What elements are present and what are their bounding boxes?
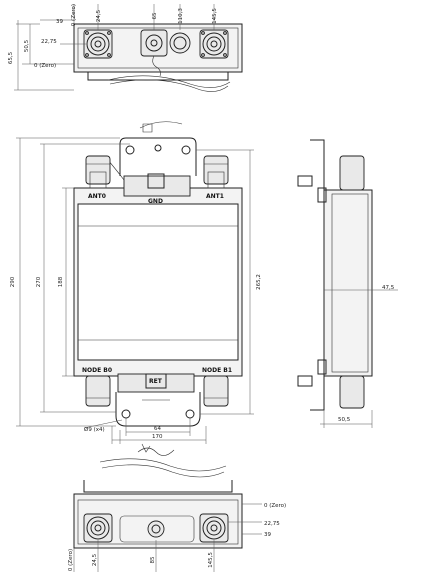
node-b1-connector (203, 375, 229, 407)
dim-110-3: 110,3 (178, 8, 184, 24)
top-bracket (119, 137, 197, 176)
dim-bottom-22-75: 22,75 (264, 521, 280, 527)
front-view: ANT0 ANT1 GND RET NODE B0 NODE B1 (10, 121, 262, 456)
top-view-break-line (107, 75, 231, 88)
ground-lug (142, 123, 153, 133)
dim-zero-left: 0 (Zero) (34, 63, 56, 69)
label-node-b0: NODE B0 (82, 367, 112, 374)
dim-65-5: 65,5 (8, 51, 14, 64)
ground-wire (139, 121, 183, 129)
label-gnd: GND (148, 198, 163, 205)
side-top-connector (339, 155, 365, 191)
mount-hole (125, 145, 135, 155)
bracket-center-hole (154, 144, 162, 152)
ant1-connector-top (199, 29, 229, 59)
dim-188: 188 (58, 276, 64, 287)
top-view-break-line-2 (109, 79, 229, 92)
ant0-connector-top (83, 29, 113, 59)
dim-bottom-85: 85 (150, 556, 156, 563)
label-ret: RET (149, 378, 163, 385)
label-ant0: ANT0 (88, 193, 106, 200)
dim-side-50-5: 50,5 (338, 417, 351, 423)
side-ret-lug (297, 375, 313, 387)
top-view: 0 (Zero) 39 24,5 65 110,3 145,5 22,75 50… (8, 4, 243, 92)
bottom-break-line (99, 458, 227, 472)
dim-24-5: 24,5 (96, 9, 102, 22)
node-b0-connector-bottom (83, 513, 113, 543)
dim-47-5: 47,5 (382, 285, 395, 291)
ret-connector (145, 373, 167, 389)
break-mark (141, 443, 151, 453)
side-body (323, 189, 373, 377)
side-tab (317, 359, 327, 375)
dim-39: 39 (56, 19, 63, 25)
dim-65: 65 (152, 12, 158, 19)
break-mark (137, 447, 175, 456)
dim-22-75: 22,75 (41, 39, 57, 45)
dim-bottom-39: 39 (264, 532, 271, 538)
gnd-screw (147, 173, 165, 189)
side-inner (331, 193, 369, 373)
side-ground-lug (297, 175, 313, 187)
bottom-bracket (115, 392, 201, 427)
dim-zero-top: 0 (Zero) (71, 4, 77, 26)
dim-290: 290 (10, 276, 16, 287)
mount-hole (121, 409, 131, 419)
ant0-connector (85, 155, 111, 189)
front-panel (77, 203, 239, 361)
label-ant1: ANT1 (206, 193, 224, 200)
label-node-b1: NODE B1 (202, 367, 232, 374)
side-tab (317, 187, 327, 203)
side-view: 47,5 50,5 (297, 139, 398, 428)
bottom-view: 0 (Zero) 22,75 39 0 (Zero) 24,5 85 145,5 (68, 458, 286, 572)
dim-bottom-24-5: 24,5 (92, 553, 98, 566)
bottom-break-line-2 (101, 464, 225, 478)
ret-connector-top (169, 32, 191, 54)
dim-145-5: 145,5 (212, 8, 218, 24)
dim-50-5: 50,5 (24, 39, 30, 52)
dim-zero-right: 0 (Zero) (264, 503, 286, 509)
mount-hole (185, 409, 195, 419)
dim-64: 64 (154, 426, 161, 432)
dim-170: 170 (152, 434, 163, 440)
node-b0-connector (85, 375, 111, 407)
node-b1-connector-bottom (199, 513, 229, 543)
dim-zero-bottom: 0 (Zero) (68, 549, 74, 571)
ret-connector-bottom (119, 515, 195, 543)
side-bottom-connector (339, 375, 365, 409)
dim-hole: Ø9 (x4) (84, 426, 105, 433)
top-view-fins (87, 72, 229, 81)
ant1-connector (203, 155, 229, 189)
bottom-fins (83, 480, 233, 493)
gnd-block (123, 175, 191, 197)
dim-bottom-145-5: 145,5 (208, 552, 214, 568)
dim-270: 270 (36, 276, 42, 287)
mount-hole (181, 145, 191, 155)
dim-265-2: 265,2 (256, 274, 262, 290)
